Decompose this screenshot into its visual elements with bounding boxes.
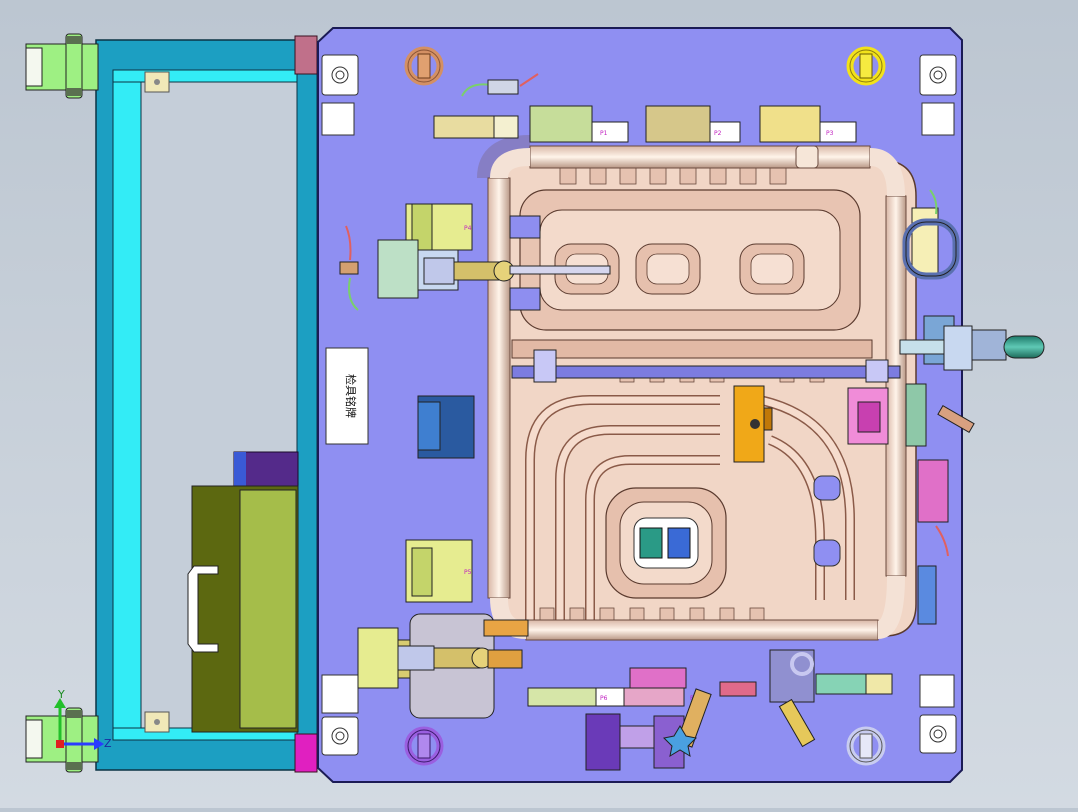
check-bar-tube [477,135,907,641]
sensor-cable-left [339,225,359,311]
tag-p5: P5 [464,569,472,576]
pin-cylinder-left-bottom [397,613,529,719]
sensor-cable-right [929,189,949,557]
caster-top [25,33,99,99]
part-panel [495,159,917,637]
sensor-cable-top [461,73,539,97]
slide-rail [511,349,901,383]
tag-p1: P1 [600,130,608,137]
tag-p2: P2 [714,130,722,137]
axis-label-z: Z [104,737,112,750]
bottom-linkage [662,649,816,758]
coordinate-triad: Y Z [54,688,112,750]
storage-drawer [187,451,299,733]
pin-cylinder-left-top [423,215,611,311]
label-plate-text: 检具铭牌 [344,374,358,418]
lifting-ring-top-right [846,46,886,86]
swing-clamp [733,385,773,463]
lifting-ring-top-left [404,46,444,86]
axis-label-y: Y [57,688,65,701]
tag-p3: P3 [826,130,834,137]
tag-p6: P6 [600,695,608,702]
hinge-bracket-right [902,218,975,434]
lifting-ring-bottom-left [404,726,444,766]
lifting-ring-bottom-right [846,726,886,766]
caster-bottom [25,707,99,773]
corner-bushings [321,54,957,756]
toggle-clamp-right [899,325,1045,371]
label-plate: 检具铭牌 [325,347,369,445]
tag-p4: P4 [464,225,472,232]
